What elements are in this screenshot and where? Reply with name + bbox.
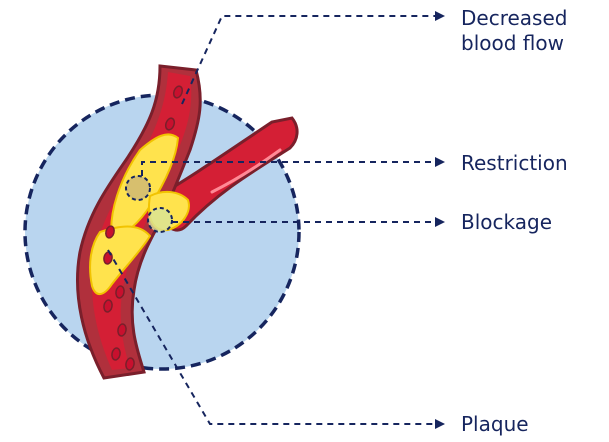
blockage-label: Blockage [461, 210, 552, 235]
restriction-marker [126, 176, 150, 200]
decreased-blood-flow-line1: Decreased [461, 6, 567, 31]
blockage-marker [148, 208, 172, 232]
decreased-blood-flow-line2: blood flow [461, 31, 567, 56]
decreased-blood-flow-callout [182, 16, 444, 104]
decreased-blood-flow-label: Decreased blood flow [461, 6, 567, 56]
restriction-label: Restriction [461, 151, 568, 176]
plaque-label: Plaque [461, 412, 529, 437]
